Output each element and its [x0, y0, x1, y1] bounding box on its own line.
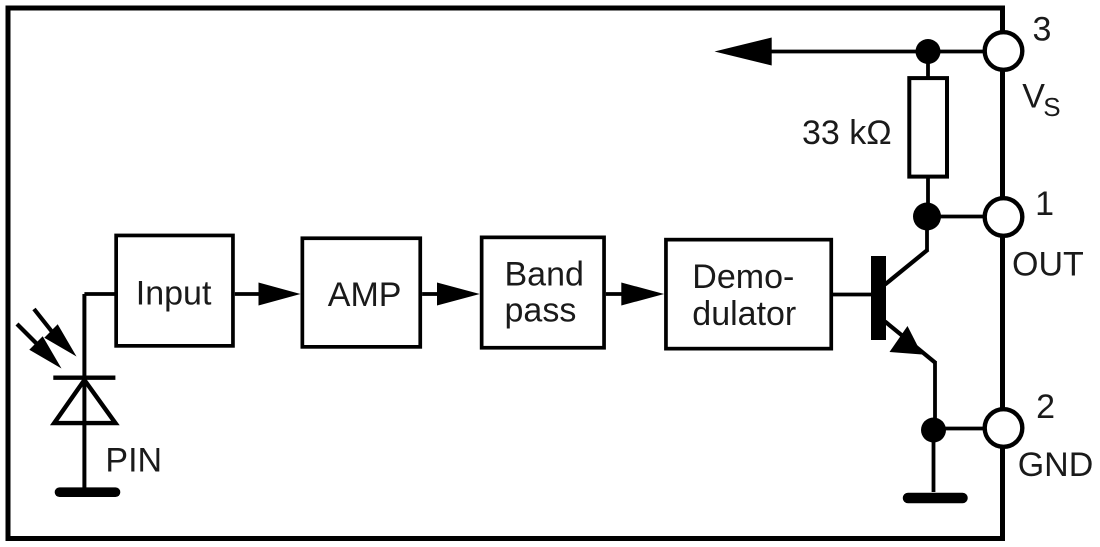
svg-text:GND: GND: [1018, 446, 1094, 484]
svg-text:V: V: [1022, 77, 1045, 115]
svg-text:33 kΩ: 33 kΩ: [802, 114, 892, 152]
svg-text:3: 3: [1033, 10, 1052, 48]
svg-text:Demo-: Demo-: [692, 258, 794, 296]
svg-text:S: S: [1043, 92, 1060, 122]
svg-text:dulator: dulator: [692, 295, 796, 333]
svg-text:1: 1: [1035, 185, 1054, 223]
svg-text:PIN: PIN: [105, 441, 162, 479]
svg-text:2: 2: [1036, 388, 1055, 426]
svg-text:OUT: OUT: [1012, 245, 1084, 283]
svg-text:AMP: AMP: [328, 276, 402, 314]
svg-text:Input: Input: [136, 275, 212, 313]
svg-text:Band: Band: [505, 256, 584, 294]
svg-text:pass: pass: [505, 291, 577, 329]
